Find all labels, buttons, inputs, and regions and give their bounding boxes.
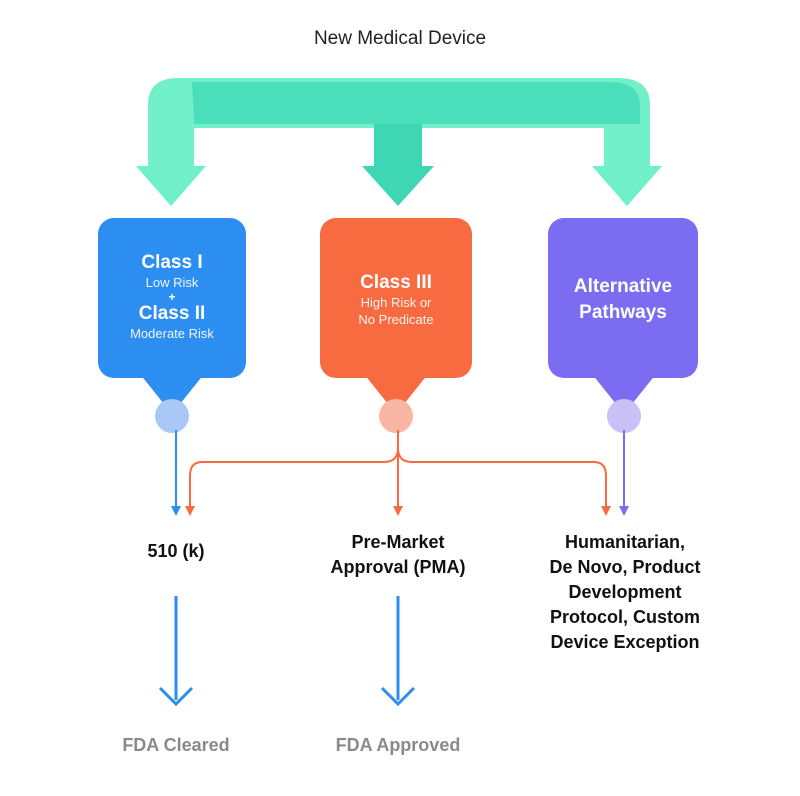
connector-class3-left: [189, 447, 399, 508]
box-alt-shape: [548, 218, 698, 433]
outcome-fda-approved: FDA Approved: [335, 735, 461, 755]
chevron-down-icon: [158, 686, 194, 707]
arrow-head-icon: [619, 506, 629, 516]
arrow-head-icon: [393, 506, 403, 516]
plus-sign: +: [168, 290, 176, 304]
connectors: [158, 430, 629, 707]
alt-title-line2: Pathways: [579, 302, 667, 323]
class3-title: Class III: [360, 272, 432, 293]
arrow-head-right-icon: [592, 166, 662, 206]
box-class3-shape: [320, 218, 472, 433]
class3-subtitle-line1: High Risk or: [360, 295, 432, 310]
connector-class3-right: [397, 447, 607, 508]
class3-subtitle-line2: No Predicate: [358, 312, 434, 327]
chevron-down-icon: [380, 686, 416, 707]
arrow-head-center-icon: [362, 166, 434, 206]
alt-pathway-line3: Development: [568, 582, 682, 602]
arrow-stem-center: [374, 124, 422, 170]
top-distribution-arrows: [136, 78, 662, 206]
pathway-alternatives: Humanitarian, De Novo, Product Developme…: [520, 530, 730, 655]
class2-subtitle: Moderate Risk: [130, 326, 214, 341]
class1-subtitle: Low Risk: [145, 275, 199, 290]
outcome-fda-cleared: FDA Cleared: [122, 735, 230, 755]
pma-line1: Pre-Market: [351, 532, 445, 552]
box-class1: Class I Low Risk + Class II Moderate Ris…: [98, 252, 246, 342]
arrow-head-icon: [171, 506, 181, 516]
pathway-pma: Pre-Market Approval (PMA): [300, 530, 496, 580]
pathway-510k: 510 (k): [147, 541, 205, 561]
arrow-head-left-icon: [136, 166, 206, 206]
top-bracket-inner: [192, 82, 640, 124]
arrow-head-icon: [601, 506, 611, 516]
alt-pathway-line5: Device Exception: [550, 632, 700, 652]
class1-title: Class I: [141, 252, 203, 273]
alt-pathway-line2: De Novo, Product: [549, 557, 701, 577]
alt-pathway-line4: Protocol, Custom: [549, 607, 700, 627]
alt-pathway-line1: Humanitarian,: [564, 532, 686, 552]
box-class3: Class III High Risk or No Predicate: [320, 272, 472, 328]
alt-title-line1: Alternative: [573, 276, 673, 297]
box-alt: Alternative Pathways: [548, 274, 698, 326]
arrow-head-icon: [185, 506, 195, 516]
box-class1-shape: [98, 218, 246, 433]
diagram-title: New Medical Device: [313, 28, 487, 49]
pma-line2: Approval (PMA): [330, 557, 466, 577]
class2-title: Class II: [138, 303, 206, 324]
